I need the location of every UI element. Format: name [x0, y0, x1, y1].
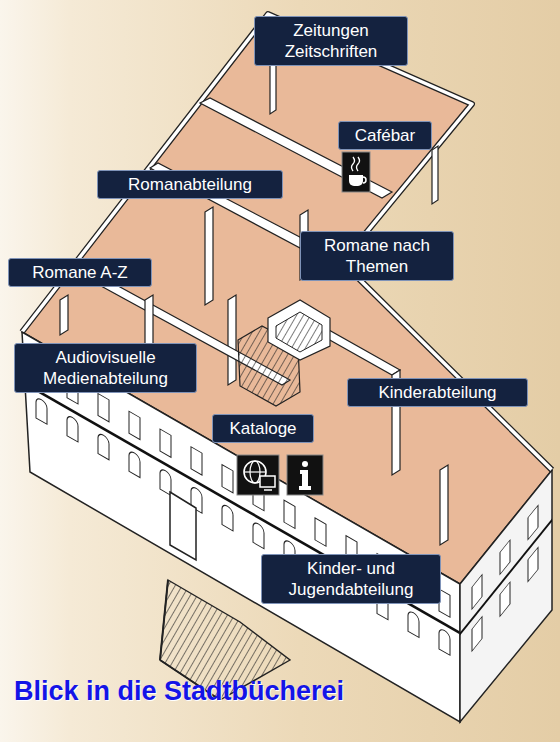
- section-label: Romane A-Z: [8, 258, 152, 287]
- window: [528, 547, 538, 581]
- section-name: Kataloge: [221, 418, 305, 439]
- section-label: Cafébar: [338, 121, 432, 150]
- section-label: Kinderabteilung: [347, 378, 528, 407]
- section-label: Romane nach Themen: [300, 231, 454, 281]
- window: [98, 394, 109, 422]
- window: [36, 397, 47, 425]
- window: [472, 575, 482, 609]
- window: [129, 450, 140, 478]
- outer-wall: [22, 14, 552, 470]
- window: [129, 411, 140, 439]
- window: [408, 610, 419, 638]
- section-name: Kinder- und Jugendabteilung: [270, 558, 432, 600]
- section-name: Audiovisuelle Medienabteilung: [23, 347, 188, 389]
- window: [67, 414, 78, 442]
- cornice: [460, 520, 552, 634]
- window: [253, 521, 264, 549]
- window: [160, 429, 171, 457]
- section-label: Audiovisuelle Medienabteilung: [14, 343, 197, 393]
- window: [98, 432, 109, 460]
- window: [222, 503, 233, 531]
- window: [191, 447, 202, 475]
- section-label: Kataloge: [212, 414, 314, 443]
- section-name: Romanabteilung: [106, 174, 274, 195]
- window: [500, 540, 510, 574]
- side-windows: [460, 488, 552, 666]
- section-label: Zeitungen Zeitschriften: [254, 16, 408, 66]
- section-name: Kinderabteilung: [356, 382, 519, 403]
- side-facade: [460, 470, 552, 722]
- outer-wall-inner: [22, 14, 552, 470]
- cornice: [22, 382, 460, 633]
- page-title: Blick in die Stadtbücherei: [14, 676, 344, 707]
- window: [500, 582, 510, 616]
- coffee-icon: [342, 152, 370, 192]
- section-label: Kinder- und Jugendabteilung: [261, 554, 441, 604]
- window: [528, 505, 538, 539]
- staircase: [238, 300, 330, 406]
- computer-icon: [237, 455, 279, 495]
- info-icon: [287, 455, 323, 495]
- window: [222, 465, 233, 493]
- window: [315, 518, 326, 546]
- window: [472, 617, 482, 651]
- section-name: Romane nach Themen: [309, 235, 445, 277]
- section-name: Romane A-Z: [17, 262, 143, 283]
- section-name: Zeitungen Zeitschriften: [263, 20, 399, 62]
- window: [439, 627, 450, 655]
- section-label: Romanabteilung: [97, 170, 283, 199]
- window: [284, 500, 295, 528]
- section-name: Cafébar: [347, 125, 423, 146]
